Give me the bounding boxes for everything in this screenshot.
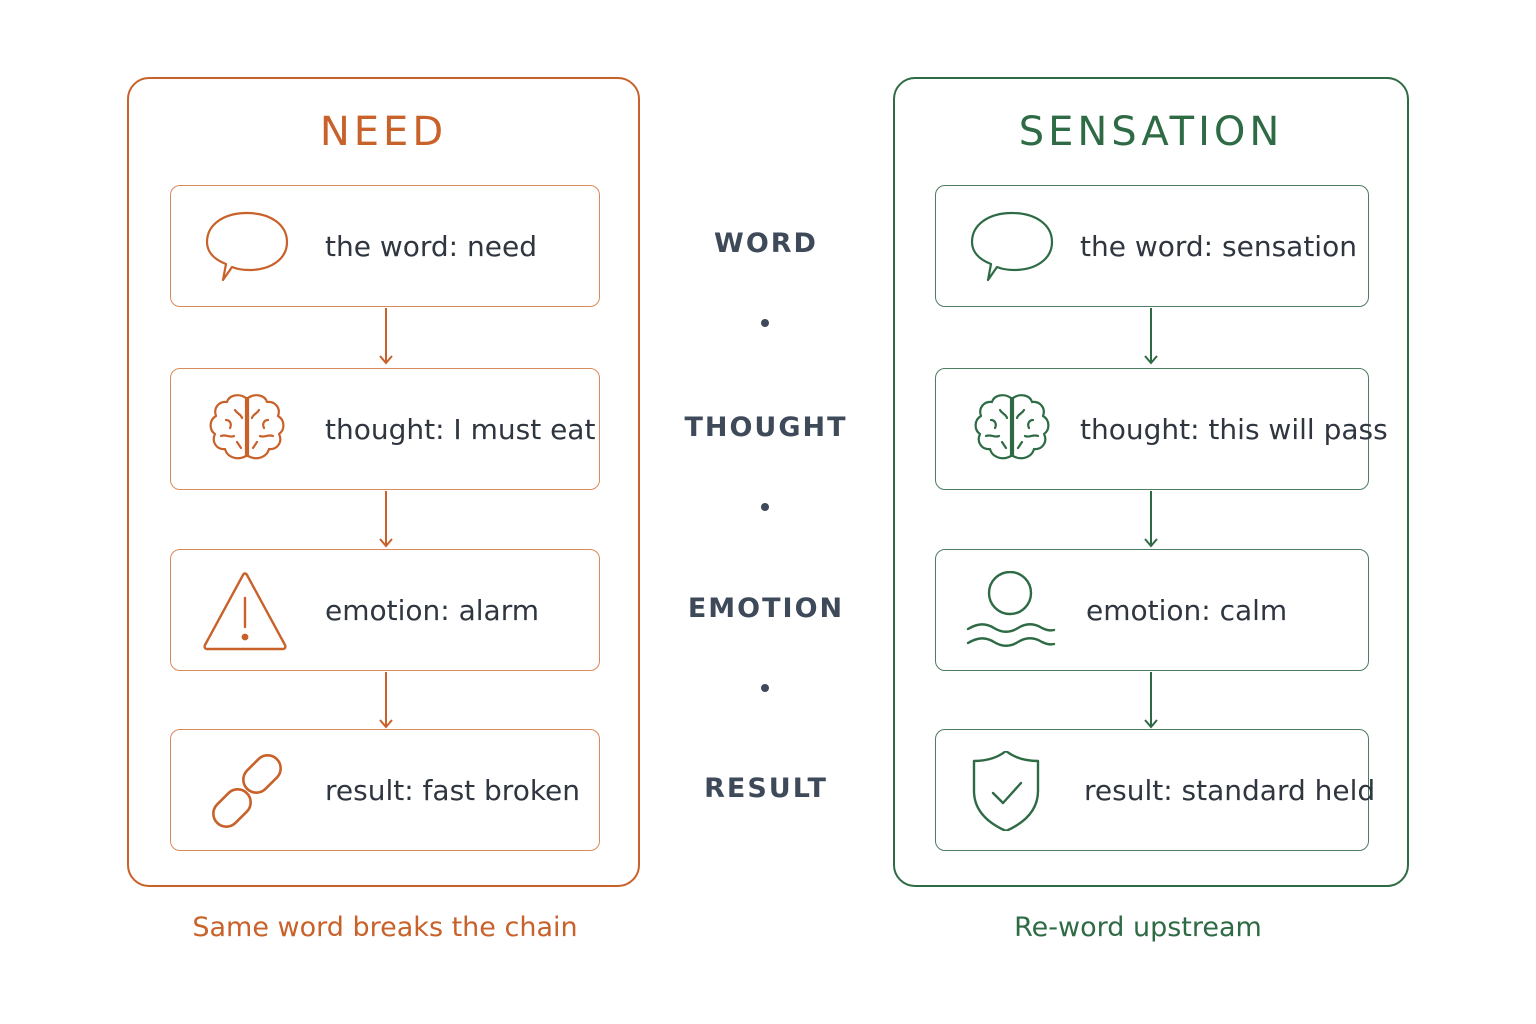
brain-icon xyxy=(199,390,295,470)
sensation-step-emotion-label: emotion: calm xyxy=(1086,594,1288,627)
sensation-step-emotion: emotion: calm xyxy=(935,549,1369,671)
sensation-caption: Re-word upstream xyxy=(1014,912,1262,943)
sensation-step-result: result: standard held xyxy=(935,729,1375,851)
sensation-panel: SENSATION the word: sensation thought: t… xyxy=(893,77,1409,887)
step-label-result: RESULT xyxy=(704,773,828,804)
step-label-word: WORD xyxy=(714,228,818,259)
need-step-thought-label: thought: I must eat xyxy=(325,413,596,446)
need-step-word-label: the word: need xyxy=(325,230,537,263)
need-panel-title: NEED xyxy=(319,109,448,155)
need-panel: NEED the word: need thought: I must eat xyxy=(127,77,640,887)
shield-check-icon xyxy=(964,751,1060,831)
warning-triangle-icon xyxy=(199,571,295,651)
arrow-down-icon xyxy=(1144,672,1158,729)
sensation-step-thought-label: thought: this will pass xyxy=(1080,413,1388,446)
sensation-panel-title: SENSATION xyxy=(1018,109,1284,155)
need-caption: Same word breaks the chain xyxy=(192,912,578,943)
arrow-down-icon xyxy=(1144,491,1158,548)
step-label-emotion: EMOTION xyxy=(687,593,845,624)
broken-chain-link-icon xyxy=(199,751,295,831)
arrow-down-icon xyxy=(379,491,393,548)
separator-dot xyxy=(761,684,769,692)
speech-bubble-icon xyxy=(964,207,1060,287)
sensation-step-result-label: result: standard held xyxy=(1084,774,1376,807)
arrow-down-icon xyxy=(1144,308,1158,365)
need-step-thought: thought: I must eat xyxy=(170,368,600,490)
calm-water-icon xyxy=(964,571,1060,651)
sensation-step-thought: thought: this will pass xyxy=(935,368,1388,490)
arrow-down-icon xyxy=(379,308,393,365)
arrow-down-icon xyxy=(379,672,393,729)
need-step-result: result: fast broken xyxy=(170,729,600,851)
need-step-emotion-label: emotion: alarm xyxy=(325,594,539,627)
need-step-emotion: emotion: alarm xyxy=(170,549,600,671)
need-step-word: the word: need xyxy=(170,185,600,307)
speech-bubble-icon xyxy=(199,207,295,287)
brain-icon xyxy=(964,390,1060,470)
separator-dot xyxy=(761,319,769,327)
separator-dot xyxy=(761,503,769,511)
need-step-result-label: result: fast broken xyxy=(325,774,581,807)
sensation-step-word-label: the word: sensation xyxy=(1080,230,1357,263)
sensation-step-word: the word: sensation xyxy=(935,185,1369,307)
step-label-thought: THOUGHT xyxy=(684,412,848,443)
